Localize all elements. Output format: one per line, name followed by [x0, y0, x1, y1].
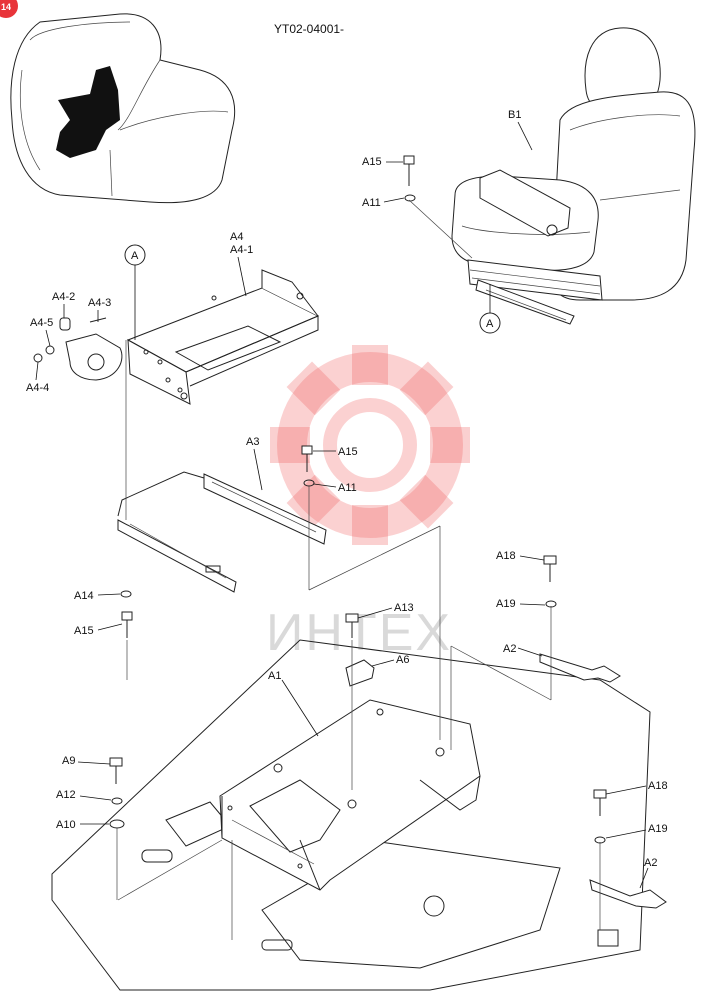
- diagram-code: YT02-04001-: [274, 22, 344, 36]
- label-a4-5: A4-5: [30, 317, 53, 329]
- watermark-gear: [270, 345, 470, 545]
- hook-a4-2-a4-5: [33, 317, 123, 381]
- callout-a-seat: A: [479, 284, 501, 334]
- label-a12: A12: [56, 789, 76, 801]
- label-a14: A14: [74, 590, 94, 602]
- label-a4-3: A4-3: [88, 297, 111, 309]
- label-a11-mid: A11: [338, 482, 357, 494]
- svg-text:A: A: [131, 250, 139, 262]
- label-a2-top: A2: [503, 643, 516, 655]
- leader-lines: [116, 199, 601, 940]
- callout-a-top: A: [124, 244, 146, 340]
- label-a9: A9: [62, 755, 75, 767]
- label-a11-top: A11: [362, 197, 381, 209]
- label-a15-low: A15: [74, 625, 94, 637]
- part-labels: B1 A15 A11 A4 A4-1 A4-2 A4-3 A4-5 A4-4 A…: [26, 109, 668, 889]
- label-a1: A1: [268, 670, 281, 682]
- floor-plate: [51, 639, 651, 991]
- label-a10: A10: [56, 819, 76, 831]
- label-a18-bot: A18: [648, 780, 668, 792]
- label-a6: A6: [396, 654, 409, 666]
- label-a13: A13: [394, 602, 414, 614]
- label-b1: B1: [508, 109, 521, 121]
- label-a19-bot: A19: [648, 823, 668, 835]
- base-frame-a1: [219, 699, 481, 891]
- label-a2-bot: A2: [644, 857, 657, 869]
- cab-thumbnail: [10, 13, 236, 204]
- page-badge: 14: [0, 0, 18, 18]
- label-a18-top: A18: [496, 550, 516, 562]
- label-a4-4: A4-4: [26, 382, 49, 394]
- label-a4-2: A4-2: [52, 291, 75, 303]
- label-a15-top: A15: [362, 156, 382, 168]
- bracket-a4: [126, 269, 320, 405]
- bracket-a6: [345, 659, 375, 687]
- page-badge-text: 14: [1, 2, 11, 12]
- label-a19-top: A19: [496, 598, 516, 610]
- bolts: [109, 155, 607, 844]
- label-a3: A3: [246, 436, 259, 448]
- watermark-text: ИНТЕХ: [266, 604, 452, 662]
- bracket-a2-bottom: [589, 879, 667, 909]
- operator-seat: [451, 27, 696, 325]
- label-a4: A4: [230, 231, 243, 243]
- label-a4-1: A4-1: [230, 244, 253, 256]
- svg-text:A: A: [486, 318, 494, 330]
- label-a15-mid: A15: [338, 446, 358, 458]
- slide-rail-a3: [117, 471, 327, 593]
- bracket-a2-top: [539, 653, 621, 683]
